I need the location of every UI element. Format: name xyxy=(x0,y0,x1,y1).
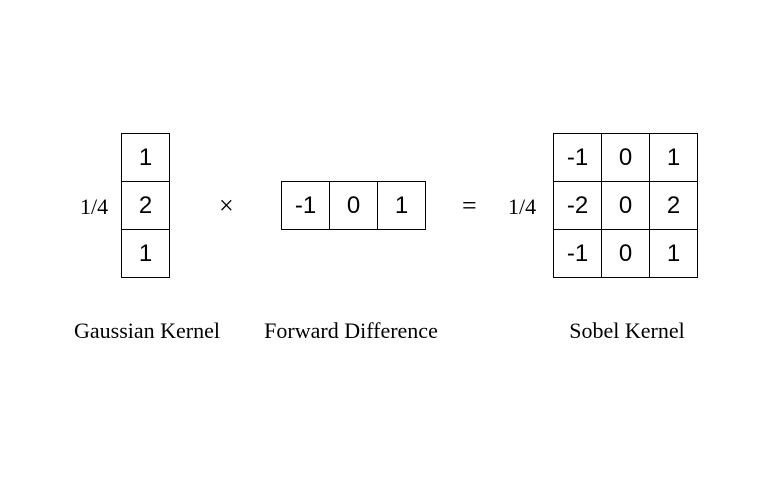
sobel-cell: 0 xyxy=(602,230,650,278)
sobel-cell: 0 xyxy=(602,134,650,182)
gaussian-kernel-caption: Gaussian Kernel xyxy=(73,318,221,343)
sobel-cell: 0 xyxy=(602,182,650,230)
forward-difference-cell: 0 xyxy=(330,182,378,230)
forward-difference-cell: 1 xyxy=(378,182,426,230)
gaussian-factor: 1/4 xyxy=(80,194,109,219)
sobel-cell: -2 xyxy=(554,182,602,230)
gaussian-kernel-vector: 1 2 1 xyxy=(121,133,170,278)
gaussian-cell: 1 xyxy=(122,134,170,182)
gaussian-cell: 2 xyxy=(122,182,170,230)
forward-difference-cell: -1 xyxy=(282,182,330,230)
forward-difference-vector: -1 0 1 xyxy=(281,181,426,230)
sobel-cell: -1 xyxy=(554,230,602,278)
equals-operator: = xyxy=(462,191,477,220)
sobel-factor: 1/4 xyxy=(508,194,537,219)
sobel-cell: 1 xyxy=(650,230,698,278)
sobel-cell: 1 xyxy=(650,134,698,182)
sobel-cell: 2 xyxy=(650,182,698,230)
sobel-cell: -1 xyxy=(554,134,602,182)
forward-difference-caption: Forward Difference xyxy=(264,318,438,343)
gaussian-cell: 1 xyxy=(122,230,170,278)
multiply-operator: × xyxy=(219,191,234,220)
sobel-kernel-caption: Sobel Kernel xyxy=(569,318,685,343)
sobel-kernel-matrix: -1 0 1 -2 0 2 -1 0 1 xyxy=(553,133,698,278)
